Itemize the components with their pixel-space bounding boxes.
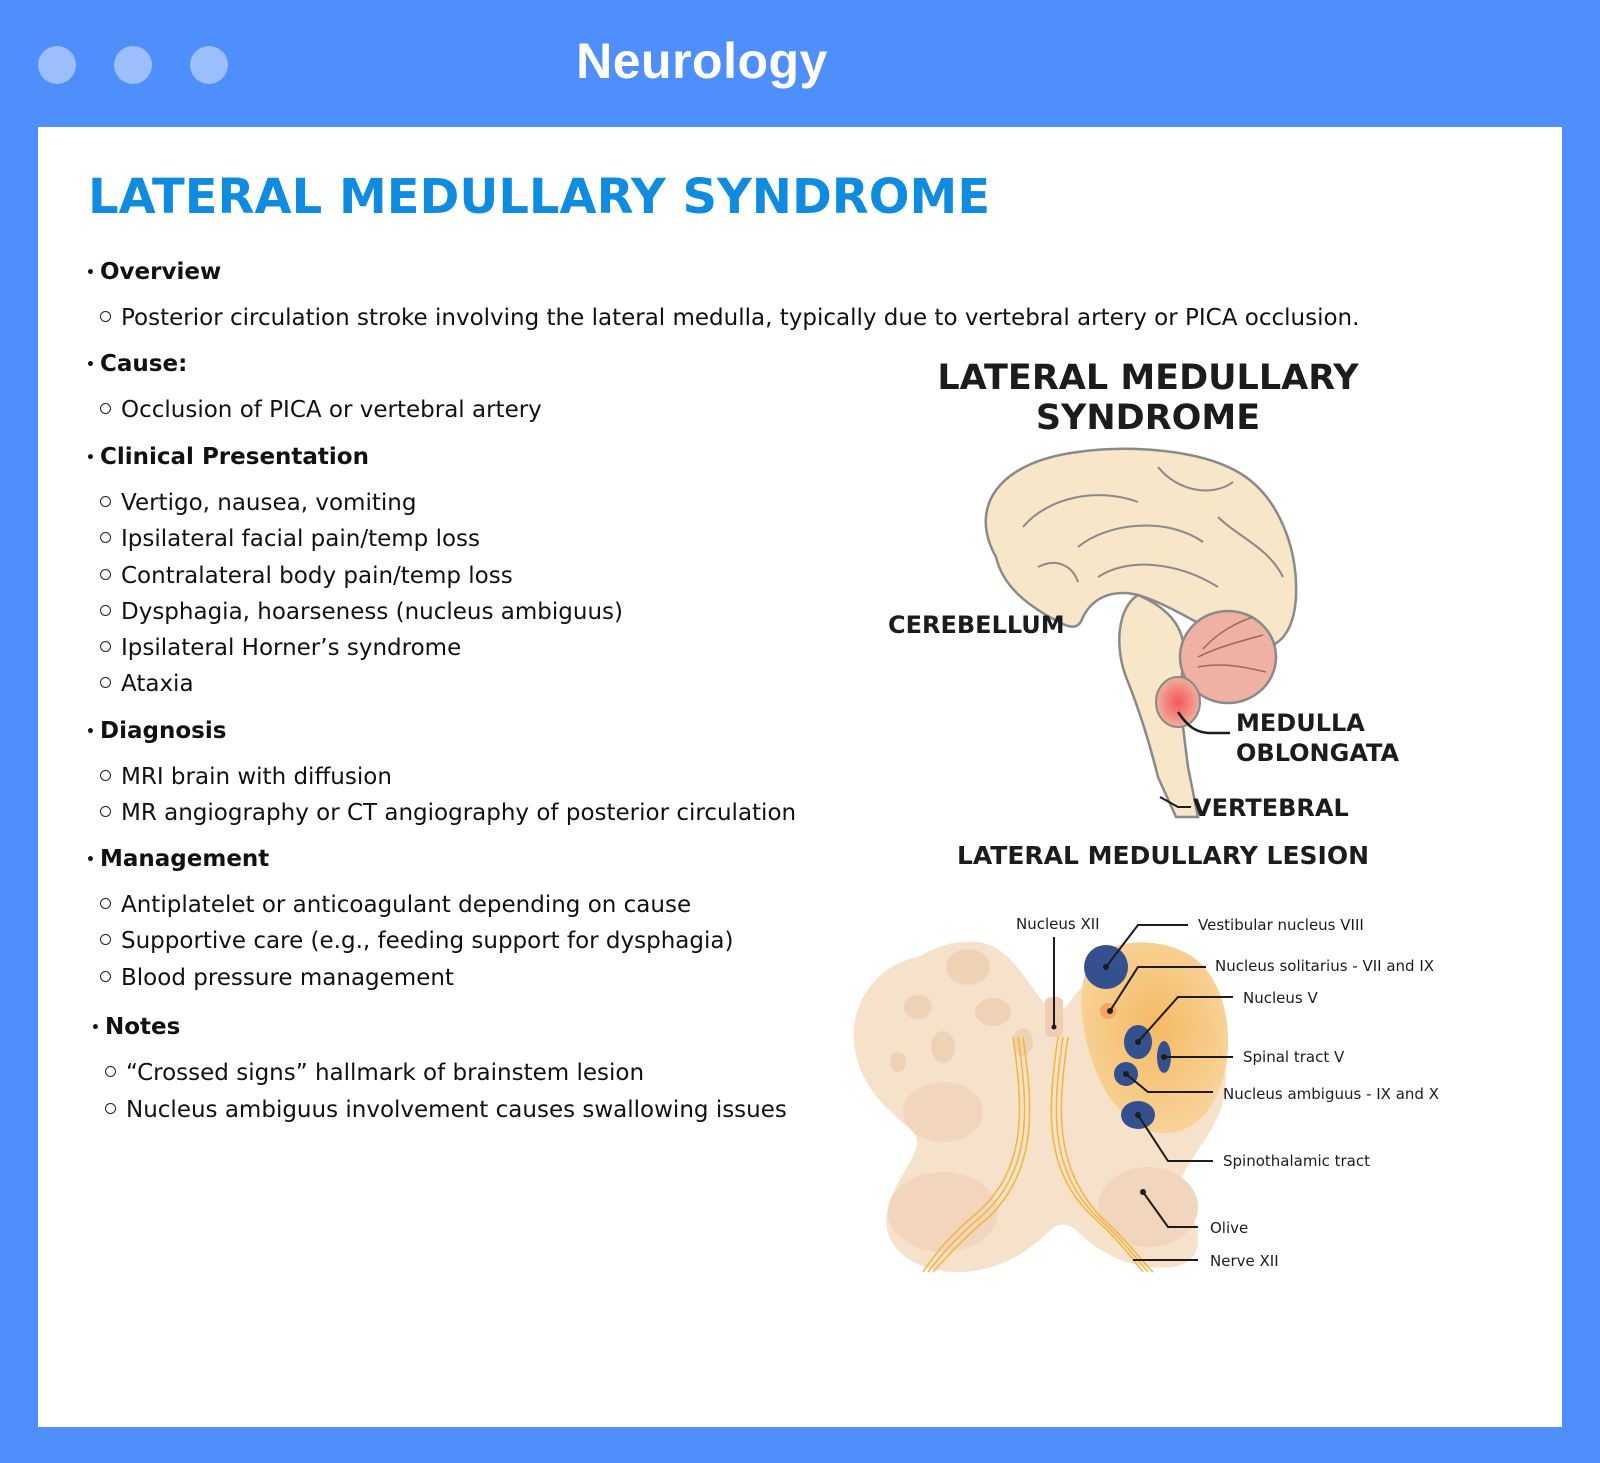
- list-item: Dysphagia, hoarseness (nucleus ambiguus): [100, 599, 623, 625]
- window-title: Neurology: [576, 33, 828, 89]
- list-item: Ataxia: [100, 671, 194, 697]
- list-item: Vertigo, nausea, vomiting: [100, 490, 416, 516]
- list-item: Posterior circulation stroke involving t…: [100, 305, 1359, 331]
- list-item: MRI brain with diffusion: [100, 764, 392, 790]
- content-panel: LATERAL MEDULLARY SYNDROME •Overview Pos…: [38, 127, 1562, 1427]
- list-item: “Crossed signs” hallmark of brainstem le…: [105, 1060, 644, 1086]
- list-item: Blood pressure management: [100, 965, 454, 991]
- label-olive: Olive: [1210, 1219, 1248, 1237]
- list-item: Nucleus ambiguus involvement causes swal…: [105, 1097, 787, 1123]
- section-heading-management: •Management: [86, 846, 270, 872]
- page-title: LATERAL MEDULLARY SYNDROME: [88, 169, 991, 225]
- section-heading-clinical-presentation: •Clinical Presentation: [86, 444, 369, 470]
- label-cerebellum: CEREBELLUM: [888, 611, 1065, 639]
- section-heading-notes: •Notes: [91, 1014, 181, 1040]
- window-close-button[interactable]: [38, 46, 76, 84]
- medulla-cross-section-illustration: [853, 941, 1229, 1273]
- leader-line-vertebral: [1159, 796, 1191, 808]
- list-item: Ipsilateral Horner’s syndrome: [100, 635, 461, 661]
- window-titlebar: Neurology: [0, 0, 1600, 127]
- section-heading-diagnosis: •Diagnosis: [86, 718, 227, 744]
- window-maximize-button[interactable]: [190, 46, 228, 84]
- brain-sagittal-illustration: [984, 447, 1298, 819]
- brain-diagram-title-line2: SYNDROME: [1036, 398, 1260, 438]
- list-item: Contralateral body pain/temp loss: [100, 563, 513, 589]
- section-heading-overview: •Overview: [86, 259, 222, 285]
- label-spinal-tract-v: Spinal tract V: [1243, 1048, 1345, 1066]
- lesion-leader-lines: [1053, 924, 1233, 1261]
- leader-line-medulla: [1176, 711, 1230, 735]
- label-vestibular-nucleus: Vestibular nucleus VIII: [1198, 916, 1364, 934]
- label-nucleus-v: Nucleus V: [1243, 989, 1318, 1007]
- medullary-syndrome-illustration: LATERAL MEDULLARY SYNDROME CEREBELLUM: [853, 358, 1439, 1273]
- list-item: Occlusion of PICA or vertebral artery: [100, 397, 542, 423]
- list-item: Antiplatelet or anticoagulant depending …: [100, 892, 691, 918]
- label-nucleus-solitarius: Nucleus solitarius - VII and IX: [1215, 957, 1434, 975]
- list-item: MR angiography or CT angiography of post…: [100, 800, 796, 826]
- lesion-diagram-title: LATERAL MEDULLARY LESION: [957, 841, 1369, 870]
- section-heading-cause: •Cause:: [86, 351, 188, 377]
- label-nucleus-xii: Nucleus XII: [1016, 915, 1100, 933]
- label-spinothalamic-tract: Spinothalamic tract: [1223, 1152, 1370, 1170]
- label-nucleus-ambiguus: Nucleus ambiguus - IX and X: [1223, 1085, 1439, 1103]
- label-vertebral: VERTEBRAL: [1193, 794, 1349, 822]
- label-medulla-line1: MEDULLA: [1236, 709, 1365, 737]
- list-item: Ipsilateral facial pain/temp loss: [100, 526, 480, 552]
- label-nerve-xii: Nerve XII: [1210, 1252, 1279, 1270]
- label-medulla-line2: OBLONGATA: [1236, 739, 1400, 767]
- list-item: Supportive care (e.g., feeding support f…: [100, 928, 733, 954]
- brain-diagram-title-line1: LATERAL MEDULLARY: [937, 358, 1359, 398]
- window-minimize-button[interactable]: [114, 46, 152, 84]
